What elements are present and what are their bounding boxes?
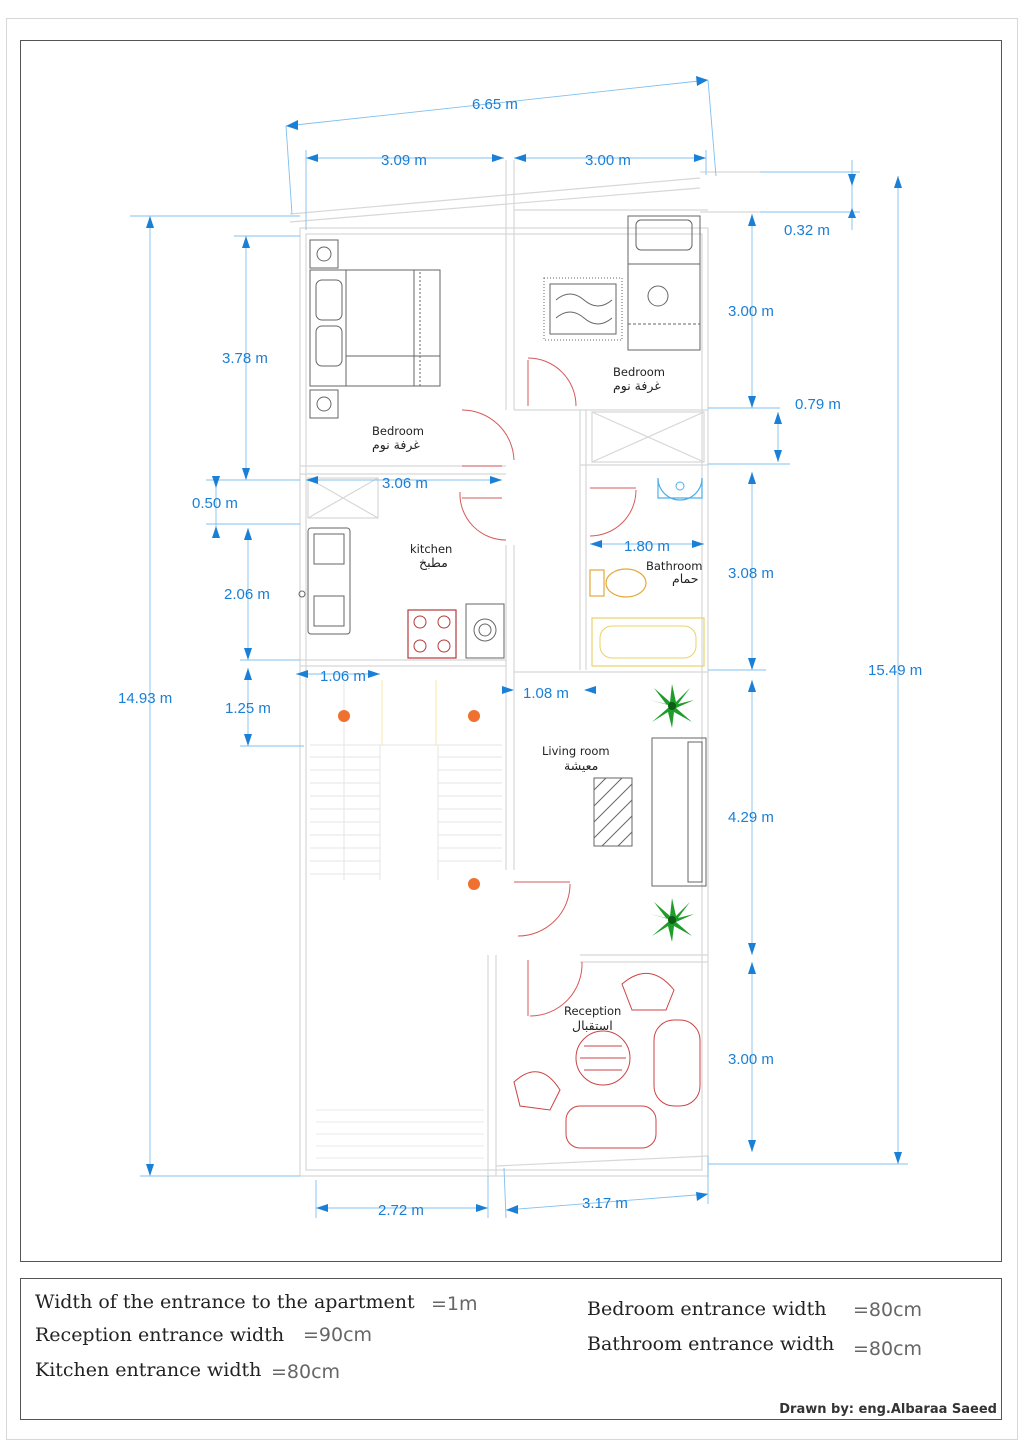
dim-left-width: 3.09 m — [381, 152, 427, 169]
stair-marker-icon — [338, 710, 480, 890]
note-value-reception-entrance: =90cm — [303, 1324, 373, 1346]
kitchen-sink — [298, 527, 351, 635]
bedroom-right-door — [527, 357, 577, 407]
dim-bathroom-depth: 3.08 m — [728, 565, 774, 582]
dim-kitchen-depth: 2.06 m — [224, 586, 270, 603]
entrance-door — [529, 961, 583, 1017]
dim-right-width: 3.00 m — [585, 152, 631, 169]
dim-closet-depth: 0.50 m — [192, 495, 238, 512]
room-label-bedroom-left-ar: غرفة نوم — [372, 437, 420, 453]
dim-left-bedroom-depth: 3.78 m — [222, 350, 268, 367]
room-label-bedroom-left: Bedroom — [372, 424, 424, 438]
note-label-kitchen-entrance: Kitchen entrance width — [35, 1359, 262, 1381]
double-bed — [309, 239, 441, 419]
plant-icon — [650, 684, 694, 728]
reception-door — [517, 883, 571, 937]
room-label-bedroom-right: Bedroom — [613, 365, 665, 379]
dim-bottom-left-width: 2.72 m — [378, 1202, 424, 1219]
dim-overall-left: 14.93 m — [118, 690, 172, 707]
note-value-bedroom-entrance: =80cm — [853, 1299, 923, 1321]
room-label-reception-ar: استقبال — [572, 1018, 613, 1033]
washing-machine — [465, 603, 505, 659]
dim-right-top-offset: 0.32 m — [784, 222, 830, 239]
drawing-frame — [20, 40, 1002, 1262]
sofa-living — [593, 737, 707, 887]
note-label-apartment-entrance: Width of the entrance to the apartment — [35, 1291, 415, 1313]
dim-bathroom-width: 1.80 m — [624, 538, 670, 555]
bathroom-fixtures — [589, 477, 705, 667]
room-label-living-ar: معيشة — [564, 758, 598, 773]
note-value-bathroom-entrance: =80cm — [853, 1338, 923, 1360]
dim-right-corridor-depth: 0.79 m — [795, 396, 841, 413]
sheet-outer-frame — [6, 18, 1018, 1440]
room-labels: Bedroom غرفة نوم Bedroom غرفة نوم kitche… — [372, 365, 702, 1033]
single-bed — [543, 215, 701, 351]
dim-stair-width: 1.06 m — [320, 668, 366, 685]
notes-box: Width of the entrance to the apartment =… — [20, 1278, 1002, 1420]
furniture — [298, 215, 707, 1149]
dimension-labels: 6.65 m 3.09 m 3.00 m 0.32 m 3.00 m 0.79 … — [118, 96, 922, 1219]
note-label-bedroom-entrance: Bedroom entrance width — [587, 1298, 827, 1320]
room-label-reception: Reception — [564, 1004, 621, 1018]
reception-furniture — [513, 972, 701, 1149]
dim-reception-depth: 3.00 m — [728, 1051, 774, 1068]
dim-stair-landing: 1.25 m — [225, 700, 271, 717]
plant-icon — [650, 898, 694, 942]
bedroom-left-door — [461, 409, 515, 461]
note-value-apartment-entrance: =1m — [431, 1293, 478, 1315]
note-label-bathroom-entrance: Bathroom entrance width — [587, 1333, 835, 1355]
room-label-kitchen-ar: مطبخ — [419, 555, 448, 570]
doors — [459, 357, 637, 1017]
room-label-bathroom: Bathroom — [646, 559, 702, 573]
note-label-reception-entrance: Reception entrance width — [35, 1324, 285, 1346]
dim-overall-width: 6.65 m — [472, 96, 518, 113]
room-label-bathroom-ar: حمام — [672, 571, 699, 586]
dim-corridor-width: 1.08 m — [523, 685, 569, 702]
dimension-lines — [130, 76, 908, 1219]
note-value-kitchen-entrance: =80cm — [271, 1361, 341, 1383]
dim-overall-right: 15.49 m — [868, 662, 922, 679]
dim-right-bedroom-depth: 3.00 m — [728, 303, 774, 320]
floor-plan: 6.65 m 3.09 m 3.00 m 0.32 m 3.00 m 0.79 … — [118, 76, 922, 1219]
dim-living-depth: 4.29 m — [728, 809, 774, 826]
kitchen-stove — [407, 609, 457, 659]
author-credit: Drawn by: eng.Albaraa Saeed — [779, 1402, 997, 1417]
dim-bottom-right-width: 3.17 m — [582, 1195, 628, 1212]
dim-kitchen-wall-width: 3.06 m — [382, 475, 428, 492]
bathroom-door — [589, 489, 637, 537]
room-label-kitchen: kitchen — [410, 542, 452, 556]
room-label-living: Living room — [542, 744, 610, 758]
room-label-bedroom-right-ar: غرفة نوم — [613, 378, 661, 394]
kitchen-door — [459, 491, 507, 541]
